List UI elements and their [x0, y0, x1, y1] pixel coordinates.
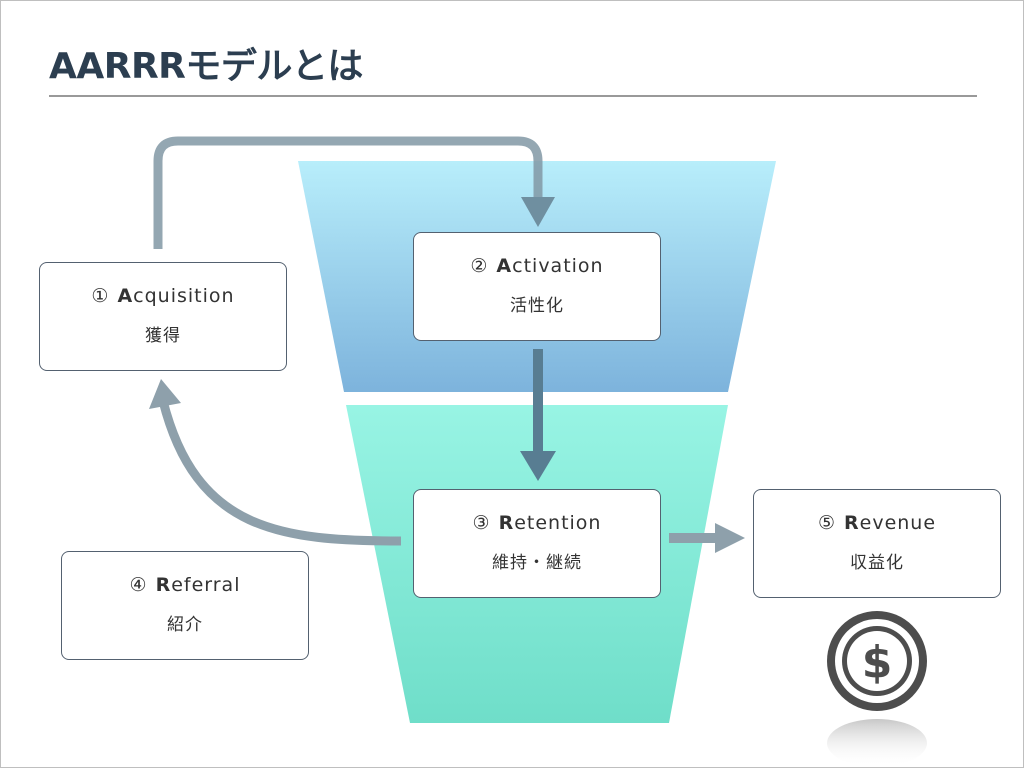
- stage-jp-retention: 維持・継続: [492, 553, 582, 573]
- arrow-acquisition-to-activation: [153, 136, 543, 249]
- title-divider: [49, 95, 977, 97]
- arrow-activation-to-retention: [533, 349, 543, 452]
- svg-text:$: $: [862, 637, 893, 688]
- stage-jp-activation: 活性化: [510, 296, 564, 316]
- arrow-head-to-activation: [521, 197, 555, 227]
- arrow-retention-to-acquisition: [158, 399, 402, 546]
- arrow-head-to-retention: [520, 451, 556, 481]
- stage-jp-revenue: 収益化: [850, 553, 904, 573]
- stage-jp-referral: 紹介: [167, 615, 203, 635]
- arrow-retention-to-revenue: [669, 533, 717, 543]
- dollar-coin-icon: $: [827, 611, 927, 767]
- arrow-head-to-acquisition: [149, 379, 181, 409]
- stage-jp-acquisition: 獲得: [145, 326, 181, 346]
- arrow-head-to-revenue: [715, 523, 745, 553]
- page-title: AARRRモデルとは: [49, 46, 363, 87]
